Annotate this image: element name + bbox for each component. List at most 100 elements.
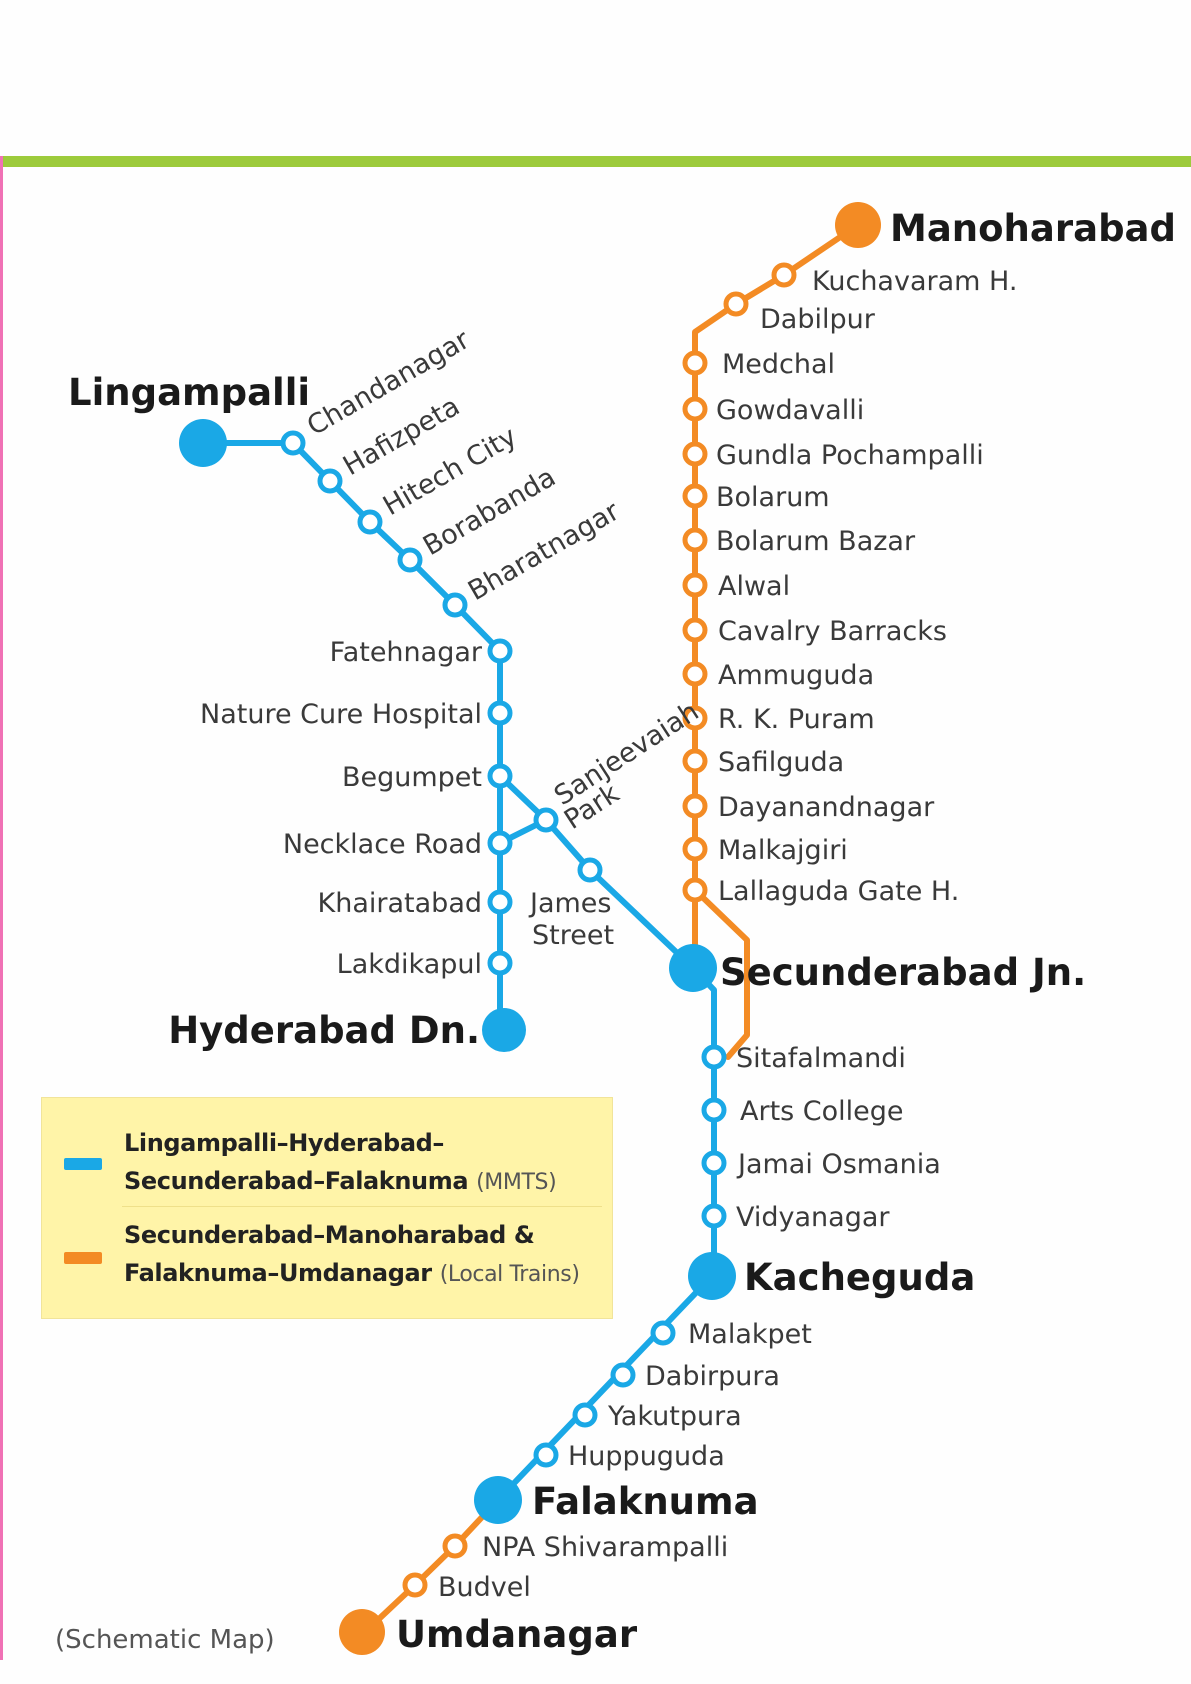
station-vidyanagar[interactable] bbox=[701, 1203, 727, 1229]
label-manoharabad: Manoharabad bbox=[890, 207, 1176, 250]
station-lallaguda-gate-h[interactable] bbox=[682, 877, 708, 903]
station-alwal[interactable] bbox=[682, 572, 708, 598]
label-ammuguda: Ammuguda bbox=[718, 660, 874, 691]
label-lallaguda-gate-h: Lallaguda Gate H. bbox=[718, 876, 959, 907]
station-rk-puram[interactable] bbox=[682, 705, 708, 731]
top-accent-bar bbox=[0, 156, 1191, 167]
station-npa-shivarampalli[interactable] bbox=[442, 1533, 468, 1559]
station-khairatabad[interactable] bbox=[487, 889, 513, 915]
label-kuchavaram-h: Kuchavaram H. bbox=[812, 266, 1017, 297]
station-kuchavaram-h[interactable] bbox=[771, 262, 797, 288]
label-bolarum-bazar: Bolarum Bazar bbox=[716, 526, 916, 557]
label-malakpet: Malakpet bbox=[688, 1319, 812, 1350]
terminal-manoharabad[interactable] bbox=[835, 202, 881, 248]
station-hitech-city[interactable] bbox=[357, 509, 383, 535]
station-jamai-osmania[interactable] bbox=[701, 1150, 727, 1176]
legend-divider bbox=[122, 1206, 602, 1207]
station-medchal[interactable] bbox=[682, 350, 708, 376]
lingampalli-branch-labels: Chandanagar Hafizpeta Hitech City Boraba… bbox=[302, 324, 626, 607]
label-jamai-osmania: Jamai Osmania bbox=[736, 1149, 941, 1180]
falaknuma-line-labels: Malakpet Dabirpura Yakutpura Huppuguda bbox=[568, 1319, 812, 1472]
station-bolarum-bazar[interactable] bbox=[682, 527, 708, 553]
label-street: Street bbox=[532, 920, 614, 951]
schematic-map-note: (Schematic Map) bbox=[55, 1625, 275, 1655]
hyderabad-branch-labels: Fatehnagar Nature Cure Hospital Begumpet… bbox=[200, 637, 483, 980]
label-necklace-road: Necklace Road bbox=[283, 829, 482, 860]
legend-local-line1: Secunderabad–Manoharabad & bbox=[124, 1221, 535, 1249]
label-umdanagar: Umdanagar bbox=[396, 1613, 638, 1656]
label-lakdikapul: Lakdikapul bbox=[337, 949, 482, 980]
label-hyderabad-dn: Hyderabad Dn. bbox=[168, 1009, 480, 1052]
label-gowdavalli: Gowdavalli bbox=[716, 395, 864, 426]
station-budvel[interactable] bbox=[402, 1572, 428, 1598]
station-malakpet[interactable] bbox=[650, 1320, 676, 1346]
label-dabirpura: Dabirpura bbox=[645, 1361, 780, 1392]
terminal-falaknuma[interactable] bbox=[474, 1476, 522, 1524]
mmts-stations bbox=[280, 430, 727, 1468]
station-arts-college[interactable] bbox=[701, 1097, 727, 1123]
station-dabilpur[interactable] bbox=[723, 291, 749, 317]
label-alwal: Alwal bbox=[718, 571, 790, 602]
terminal-hyderabad-dn[interactable] bbox=[482, 1008, 526, 1052]
terminal-labels: Lingampalli Hyderabad Dn. Secunderabad J… bbox=[68, 207, 1176, 1656]
label-begumpet: Begumpet bbox=[342, 762, 482, 793]
station-borabanda[interactable] bbox=[397, 547, 423, 573]
legend-mmts-line2-wrap: Secunderabad–Falaknuma (MMTS) bbox=[124, 1162, 557, 1202]
station-gundla-pochampalli[interactable] bbox=[682, 441, 708, 467]
station-begumpet[interactable] bbox=[487, 763, 513, 789]
label-yakutpura: Yakutpura bbox=[607, 1401, 742, 1432]
terminal-lingampalli[interactable] bbox=[179, 419, 227, 467]
station-dabirpura[interactable] bbox=[610, 1362, 636, 1388]
station-fatehnagar[interactable] bbox=[487, 638, 513, 664]
label-kacheguda: Kacheguda bbox=[744, 1256, 975, 1299]
station-malkajgiri[interactable] bbox=[682, 836, 708, 862]
label-james: James bbox=[528, 888, 612, 919]
station-necklace-road[interactable] bbox=[487, 830, 513, 856]
label-budvel: Budvel bbox=[438, 1572, 531, 1603]
terminal-stations bbox=[179, 202, 881, 1655]
station-huppuguda[interactable] bbox=[533, 1442, 559, 1468]
label-malkajgiri: Malkajgiri bbox=[718, 835, 848, 866]
station-dayanandnagar[interactable] bbox=[682, 793, 708, 819]
label-dayanandnagar: Dayanandnagar bbox=[718, 792, 935, 823]
label-falaknuma: Falaknuma bbox=[532, 1480, 759, 1523]
station-bolarum[interactable] bbox=[682, 483, 708, 509]
label-rk-puram: R. K. Puram bbox=[718, 704, 875, 735]
label-sanjeevaiah: Sanjeevaiah bbox=[549, 696, 704, 812]
umdanagar-line-labels: NPA Shivarampalli Budvel bbox=[438, 1532, 728, 1603]
mmts-line-swatch-icon bbox=[64, 1158, 102, 1170]
station-gowdavalli[interactable] bbox=[682, 396, 708, 422]
manoharabad-line-labels: Kuchavaram H. Dabilpur Medchal Gowdavall… bbox=[716, 266, 1017, 907]
station-safilguda[interactable] bbox=[682, 748, 708, 774]
map-legend: Lingampalli–Hyderabad– Secunderabad–Fala… bbox=[41, 1097, 613, 1319]
station-lakdikapul[interactable] bbox=[487, 950, 513, 976]
station-ammuguda[interactable] bbox=[682, 661, 708, 687]
terminal-kacheguda[interactable] bbox=[688, 1252, 736, 1300]
station-chandanagar[interactable] bbox=[280, 430, 306, 456]
legend-local-line2-wrap: Falaknuma–Umdanagar (Local Trains) bbox=[124, 1254, 580, 1294]
label-sitafalmandi: Sitafalmandi bbox=[736, 1043, 906, 1074]
label-bolarum: Bolarum bbox=[716, 482, 830, 513]
label-cavalry-barracks: Cavalry Barracks bbox=[718, 616, 947, 647]
local-stations bbox=[402, 262, 797, 1598]
terminal-secunderabad-jn[interactable] bbox=[669, 944, 717, 992]
label-medchal: Medchal bbox=[722, 349, 835, 380]
station-bharatnagar[interactable] bbox=[442, 592, 468, 618]
terminal-umdanagar[interactable] bbox=[339, 1609, 385, 1655]
station-nature-cure-hospital[interactable] bbox=[487, 700, 513, 726]
station-james-street[interactable] bbox=[577, 857, 603, 883]
label-fatehnagar: Fatehnagar bbox=[330, 637, 483, 668]
station-hafizpeta[interactable] bbox=[317, 468, 343, 494]
left-accent-border bbox=[0, 156, 3, 1660]
label-secunderabad-jn: Secunderabad Jn. bbox=[720, 951, 1086, 994]
station-sanjeevaiah-park[interactable] bbox=[533, 807, 559, 833]
label-huppuguda: Huppuguda bbox=[568, 1441, 725, 1472]
station-cavalry-barracks[interactable] bbox=[682, 617, 708, 643]
label-khairatabad: Khairatabad bbox=[318, 888, 482, 919]
station-sitafalmandi[interactable] bbox=[701, 1044, 727, 1070]
station-yakutpura[interactable] bbox=[572, 1402, 598, 1428]
label-safilguda: Safilguda bbox=[718, 747, 844, 778]
label-dabilpur: Dabilpur bbox=[760, 304, 876, 335]
